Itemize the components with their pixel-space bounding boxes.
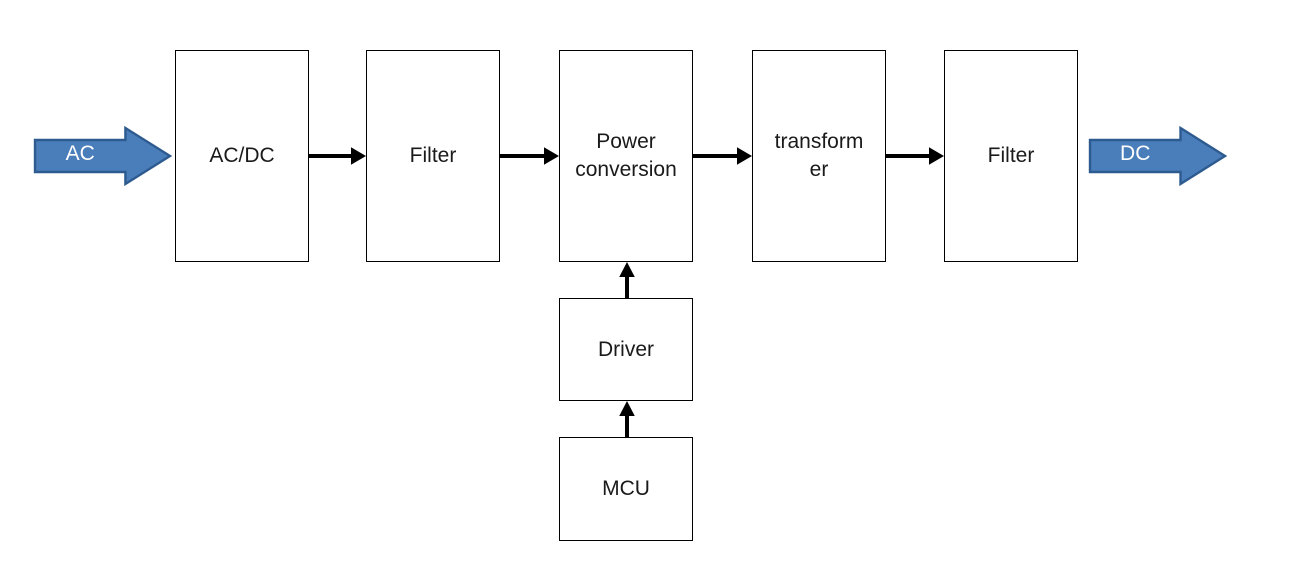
block-label-transformer: transform er: [774, 130, 864, 181]
block-ac-dc[interactable]: AC/DC: [175, 50, 309, 262]
block-label-power-conversion: Power conversion: [575, 130, 677, 181]
connector-group: [309, 147, 944, 437]
block-label-ac-dc: AC/DC: [209, 144, 275, 168]
connector-filter-to-power: [500, 147, 559, 165]
block-label-filter-output: Filter: [987, 144, 1035, 168]
io-arrow-group: [33, 125, 1228, 187]
block-driver[interactable]: Driver: [559, 298, 693, 401]
connector-mcu-to-driver: [619, 401, 635, 437]
connector-driver-to-power: [619, 262, 635, 298]
block-transformer[interactable]: transform er: [752, 50, 886, 262]
block-power-conversion[interactable]: Power conversion: [559, 50, 693, 262]
connector-acdc-to-filter: [309, 147, 366, 165]
block-label-driver: Driver: [598, 337, 654, 361]
ac-input-arrow[interactable]: [33, 125, 173, 187]
block-label-mcu: MCU: [602, 477, 650, 501]
block-label-filter-input: Filter: [409, 144, 457, 168]
block-mcu[interactable]: MCU: [559, 437, 693, 541]
dc-output-arrow[interactable]: [1088, 125, 1228, 187]
block-filter-input[interactable]: Filter: [366, 50, 500, 262]
connector-power-to-transformer: [693, 147, 752, 165]
connector-transformer-to-filter: [885, 147, 944, 165]
block-filter-output[interactable]: Filter: [944, 50, 1078, 262]
